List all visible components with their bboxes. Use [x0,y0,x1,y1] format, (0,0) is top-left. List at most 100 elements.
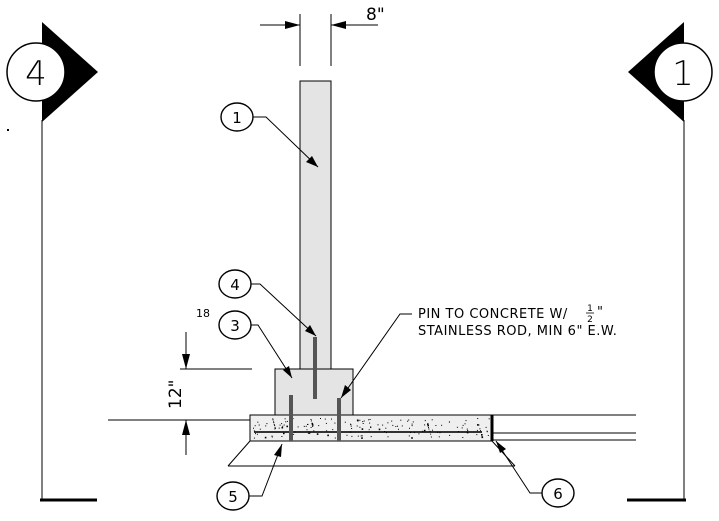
stipple-dot [456,426,458,428]
pin-note-line2: STAINLESS ROD, MIN 6" E.W. [418,324,617,339]
section-marker-right: 1 [627,22,713,502]
stipple-dot [265,425,267,427]
stipple-dot [271,435,273,437]
stipple-dot [479,428,481,430]
callout-6: 6 [495,440,575,508]
callout-1: 1 [220,102,319,168]
stipple-dot [311,422,314,425]
stipple-dot [465,420,467,422]
stipple-dot [273,422,275,424]
stipple-dot [356,419,359,422]
stipple-dot [253,437,255,439]
stipple-dot [418,433,420,435]
stipple-dot [307,424,308,425]
pin-note-line1-end: " [597,305,603,320]
stipple-dot [386,432,387,434]
stipple-dot [423,429,426,432]
stipple-dot [264,436,267,439]
stipple-dot [350,424,352,426]
stipple-dot [325,422,327,424]
stipple-dot [259,428,261,430]
stipple-dot [311,424,314,426]
pin-note-leader [340,313,412,399]
callout-3-leader [251,324,293,379]
stipple-dot [369,422,371,424]
stipple-dot [458,431,459,433]
stipple-dot [411,437,413,439]
stipple-dot [359,419,361,421]
stipple-dot [310,419,312,420]
stipple-dot [476,429,478,431]
stipple-dot [427,424,429,427]
stipple-dot [307,432,309,434]
section-marker-left: 4 [6,22,98,502]
stipple-dot [449,434,451,436]
stipple-dot [286,425,288,428]
stipple-dot [395,426,397,427]
stipple-dot [385,427,387,429]
stipple-dot [309,432,311,434]
stipple-dot [401,425,403,427]
stipple-dot [413,432,415,434]
stipple-dot [313,430,315,432]
stipple-dot [273,421,275,423]
stipple-dot [306,429,308,431]
stipple-dot [272,419,274,421]
section-marker-left-arrow [42,22,98,122]
dim-arrow-down [182,354,190,369]
callout-1-arrow [306,156,318,167]
stipple-dot [408,419,410,421]
stipple-dot [477,424,479,426]
stipple-dot [258,424,260,426]
stipple-dot [274,427,276,429]
stipple-dot [370,426,372,428]
stipple-dot [279,424,281,426]
stipple-dot [477,418,479,419]
stipple-dot [428,427,429,429]
stipple-dot [438,436,440,438]
concrete-stipple [253,418,490,439]
stipple-dot [272,418,274,420]
stipple-dot [324,418,326,420]
stipple-dot [462,424,464,426]
pin-note-fraction-den: 2 [587,315,593,325]
stipple-dot [253,427,254,429]
stipple-dot [271,436,273,438]
stipple-dot [274,425,276,427]
stipple-dot [409,427,410,429]
footing-height-dimension: 12" [166,332,252,455]
callout-3-arrow [283,366,292,378]
stipple-dot [430,436,432,438]
stipple-dot [428,428,430,430]
stipple-dot [331,418,332,420]
stipple-dot [266,423,268,425]
stipple-dot [448,421,450,423]
stipple-dot [310,426,312,428]
stipple-dot [334,437,336,439]
stipple-dot [408,435,410,437]
stipple-dot [361,437,363,439]
stipple-dot [359,426,361,428]
stipple-dot [397,425,398,427]
section-marker-left-circle [6,42,66,102]
stipple-dot [308,431,310,433]
callout-1-leader [253,116,319,168]
stipple-dot [485,426,487,428]
stipple-dot [284,418,286,420]
stipple-dot [293,433,295,435]
callout-5: 5 [216,443,283,511]
stipple-dot [478,424,480,426]
stipple-dot [357,435,359,437]
stipple-dot [462,437,464,438]
stipple-dot [310,420,312,422]
pin-note-line1: PIN TO CONCRETE W/ [418,307,568,322]
callout-6-arrow [496,441,506,453]
pin-note-fraction-num: 1 [587,304,593,314]
stipple-dot [274,426,276,428]
stipple-dot [344,421,346,423]
stipple-dot [303,425,305,427]
stipple-dot [255,433,256,435]
subgrade-line-left-diag [227,440,251,467]
stipple-dot [257,421,259,423]
stipple-dot [327,434,329,437]
